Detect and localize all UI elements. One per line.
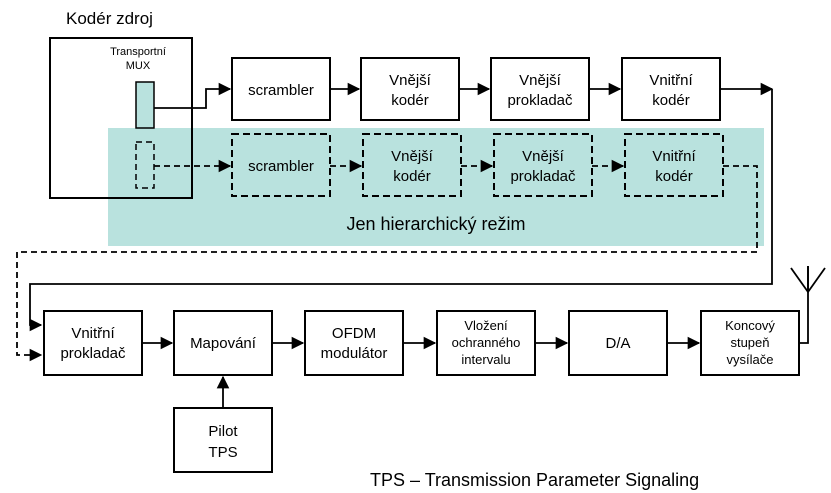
hierarchical-chain: scrambler Vnější kodér Vnější prokladač … [231, 133, 724, 234]
main-outer-interleaver-box [490, 57, 590, 121]
pilot-tps-line2: TPS [208, 444, 237, 461]
mux-to-scrambler-arrow [154, 82, 232, 109]
main-inner-coder-line1: Vnitřní [649, 72, 693, 89]
guard-interval-line3: intervalu [461, 352, 510, 367]
tps-footnote: TPS – Transmission Parameter Signaling [370, 470, 699, 490]
main-outer-interleaver-line2: prokladač [507, 92, 573, 109]
hier-inner-coder-line1: Vnitřní [652, 148, 696, 165]
hier-outer-coder-line2: kodér [393, 168, 431, 185]
hier-outer-interleaver-box [493, 133, 593, 197]
source-coder-frame [49, 37, 193, 199]
main-connectors [29, 82, 774, 332]
hierarchical-mode-label: Jen hierarchický režim [346, 214, 525, 234]
power-amp-box [700, 310, 800, 376]
hierarchical-mode-band [108, 128, 764, 246]
hier-scrambler-label: scrambler [248, 158, 314, 175]
bottom-connectors [142, 266, 826, 408]
main-outer-interleaver-line1: Vnější [519, 72, 562, 89]
hier-outer-interleaver-line2: prokladač [510, 168, 576, 185]
main-scrambler-label: scrambler [248, 82, 314, 99]
bottom-chain: Vnitřní prokladač Mapování OFDM moduláto… [43, 310, 800, 473]
power-amp-line1: Koncový [725, 318, 775, 333]
hier-outer-coder-line1: Vnější [391, 148, 434, 165]
pilot-tps-line1: Pilot [208, 423, 238, 440]
mux-label-line1: Transportní [110, 46, 166, 58]
main-chain: scrambler Vnější kodér Vnější prokladač … [231, 57, 721, 121]
dac-box [568, 310, 668, 376]
mux-output-main [135, 81, 155, 129]
power-amp-line3: vysílače [727, 352, 774, 367]
hier-return-line [16, 165, 758, 362]
amp-to-antenna-line [799, 266, 809, 344]
hier-inner-coder-box [624, 133, 724, 197]
mux-label-line2: MUX [126, 60, 151, 72]
mapping-label: Mapování [190, 335, 257, 352]
hier-outer-interleaver-line1: Vnější [522, 148, 565, 165]
guard-interval-line1: Vložení [464, 318, 508, 333]
main-outer-coder-line2: kodér [391, 92, 429, 109]
inner-interleaver-box [43, 310, 143, 376]
main-inner-coder-box [621, 57, 721, 121]
main-outer-coder-line1: Vnější [389, 72, 432, 89]
hier-inner-coder-line2: kodér [655, 168, 693, 185]
hierarchical-connectors [16, 159, 758, 362]
ofdm-modulator-line1: OFDM [332, 325, 376, 342]
mapping-box [173, 310, 273, 376]
source-coder-title: Kodér zdroj [66, 9, 153, 28]
main-inner-coder-line2: kodér [652, 92, 690, 109]
hier-scrambler-box [231, 133, 331, 197]
pilot-tps-box [173, 407, 273, 473]
inner-interleaver-line1: Vnitřní [71, 325, 115, 342]
ofdm-modulator-line2: modulátor [321, 345, 388, 362]
inner-interleaver-line2: prokladač [60, 345, 126, 362]
main-scrambler-box [231, 57, 331, 121]
guard-interval-box [436, 310, 536, 376]
main-return-line [29, 89, 773, 332]
guard-interval-line2: ochranného [452, 335, 521, 350]
main-outer-coder-box [360, 57, 460, 121]
ofdm-modulator-box [304, 310, 404, 376]
hier-outer-coder-box [362, 133, 462, 197]
mux-output-hierarchical [135, 141, 155, 189]
power-amp-line2: stupeň [730, 335, 769, 350]
dac-label: D/A [605, 335, 630, 352]
